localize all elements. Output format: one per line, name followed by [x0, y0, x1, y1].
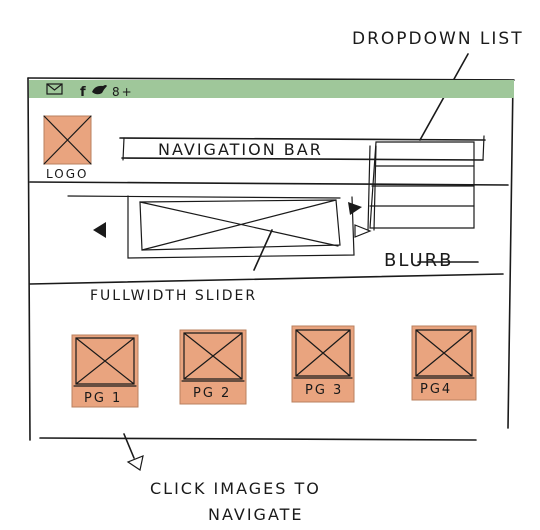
- page-tile-label: PG 1: [84, 391, 122, 406]
- logo-label: LOGO: [46, 167, 88, 181]
- slider-annotation: FULLWIDTH SLIDER: [90, 288, 257, 304]
- page-tile-4[interactable]: PG4: [411, 325, 477, 401]
- page-tile-label: PG4: [420, 382, 452, 397]
- mail-icon[interactable]: [46, 83, 63, 95]
- navigation-bar[interactable]: [119, 135, 486, 161]
- click-annotation-line2: NAVIGATE: [208, 505, 304, 524]
- slider-prev-arrow[interactable]: [93, 222, 106, 238]
- twitter-icon[interactable]: [92, 85, 107, 95]
- page-tile-label: PG 3: [305, 383, 343, 398]
- navigation-bar-label: NAVIGATION BAR: [158, 140, 323, 159]
- slider-divider: [29, 273, 504, 285]
- facebook-icon[interactable]: f: [80, 85, 88, 100]
- social-topbar: f 8+: [29, 80, 514, 100]
- logo[interactable]: [43, 115, 92, 165]
- page-tile-label: PG 2: [193, 386, 231, 401]
- dropdown-annotation: DROPDOWN LIST: [352, 29, 524, 49]
- blurb-label: BLURB: [384, 250, 454, 271]
- topbar-background: [29, 80, 514, 98]
- google-plus-icon[interactable]: 8+: [112, 85, 134, 99]
- header-divider: [29, 181, 509, 186]
- click-pointer-line: [123, 433, 135, 459]
- page-tile-2[interactable]: PG 2: [179, 329, 247, 405]
- frame-left: [27, 77, 31, 441]
- page-tile-3[interactable]: PG 3: [291, 325, 355, 403]
- click-annotation-line1: CLICK IMAGES TO: [150, 479, 321, 498]
- fullwidth-slider[interactable]: [67, 195, 355, 259]
- slider-pointer-line: [253, 229, 273, 271]
- slider-next-arrow[interactable]: [348, 202, 372, 238]
- page-tile-1[interactable]: PG 1: [71, 334, 139, 408]
- frame-right: [507, 79, 514, 429]
- click-pointer-arrow: [126, 455, 144, 471]
- frame-top: [27, 77, 515, 81]
- dropdown-list[interactable]: [367, 141, 475, 231]
- frame-bottom: [39, 437, 477, 441]
